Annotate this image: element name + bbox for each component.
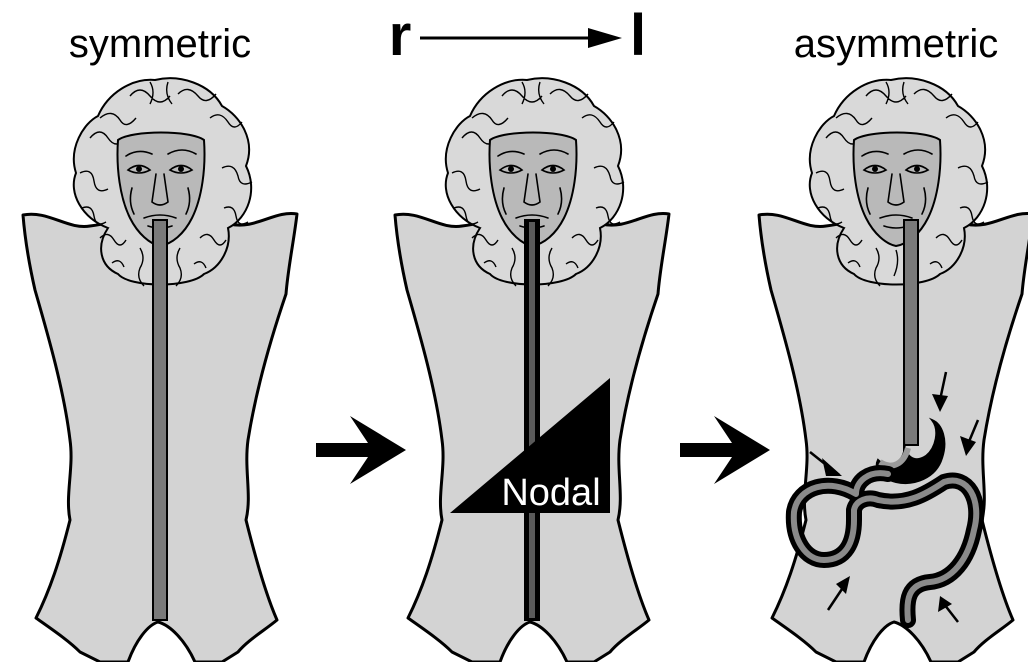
axis-label-left-side: l [630,3,646,68]
figure-asymmetric [759,78,1028,662]
stage-arrow-icon [316,416,406,484]
axis-arrow-head-icon [588,28,622,48]
stage-arrow-icon [680,416,770,484]
axis-label-right-side: r [389,3,412,68]
stage-title-asymmetric: asymmetric [794,22,998,66]
esophagus [904,220,918,445]
stage-title-symmetric: symmetric [69,22,251,66]
gut-tube [153,220,167,620]
figure-symmetric [23,78,297,662]
nodal-label: Nodal [501,472,600,514]
figure-nodal-signal [395,78,669,662]
